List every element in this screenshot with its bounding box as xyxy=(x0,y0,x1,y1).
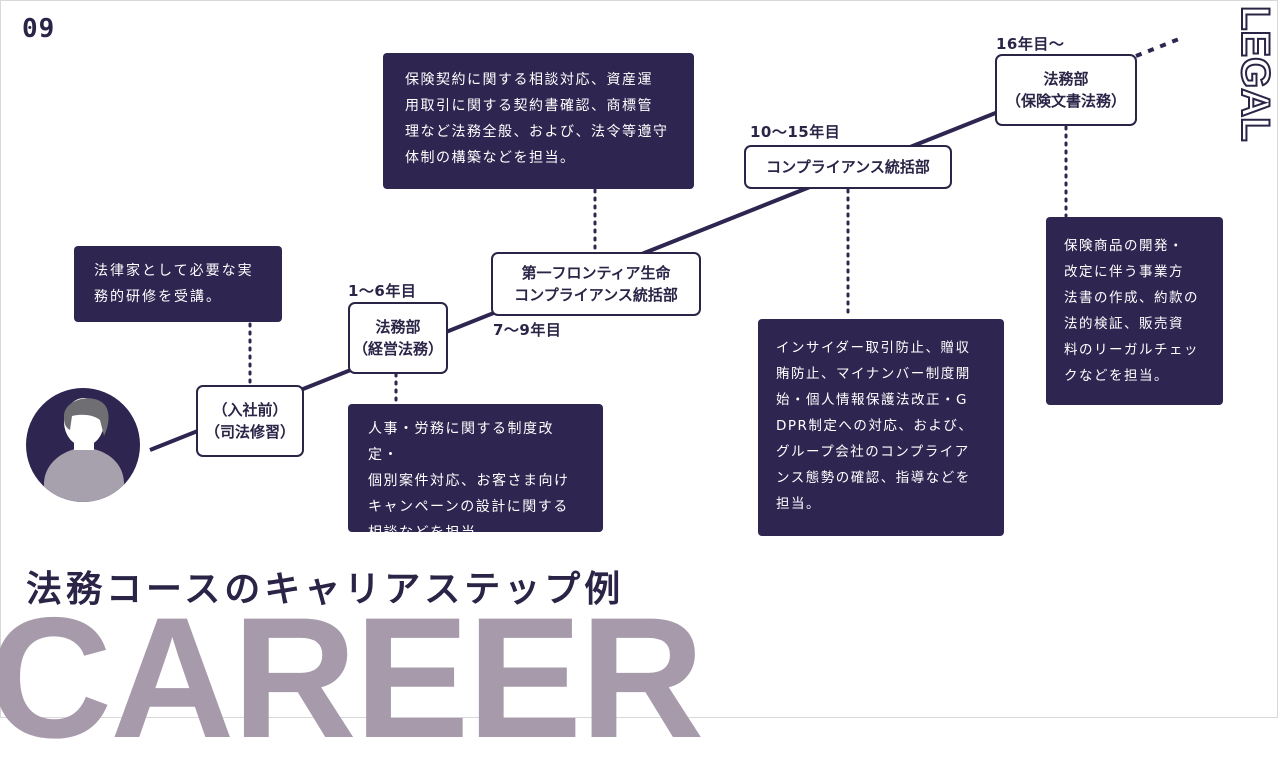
step5-description-line: クなどを担当。 xyxy=(1064,368,1169,384)
step5-department-box: 法務部 （保険文書法務） xyxy=(995,54,1137,126)
step1-department-line: （入社前） xyxy=(212,401,288,419)
step1-description-line: 務的研修を受講。 xyxy=(94,289,222,305)
step3-description-line: 体制の構築などを担当。 xyxy=(405,150,576,166)
step5-description-line: 保険商品の開発・ xyxy=(1064,238,1184,254)
step2-department-line: （経営法務） xyxy=(352,340,443,358)
step5-description-line: 法書の作成、約款の xyxy=(1064,290,1199,306)
career-background-word: CAREER xyxy=(0,582,704,774)
step4-description-line: インサイダー取引防止、贈収 xyxy=(776,340,971,356)
step3-department-box: 第一フロンティア生命 コンプライアンス統括部 xyxy=(491,252,701,316)
step2-description-line: キャンペーンの設計に関する xyxy=(368,499,569,515)
step5-department-line: （保険文書法務） xyxy=(1005,92,1126,110)
step4-department-box: コンプライアンス統括部 xyxy=(744,145,952,189)
step4-period: 10〜15年目 xyxy=(750,123,841,141)
career-path-continuation xyxy=(1135,35,1185,58)
step1-department-box: （入社前） （司法修習） xyxy=(196,385,304,457)
step1-department-line: （司法修習） xyxy=(204,423,295,441)
legal-vertical-label: LEGAL xyxy=(1232,5,1278,143)
step4-description-line: DPR制定への対応、および、 xyxy=(776,418,974,434)
step4-description-line: ンス態勢の確認、指導などを xyxy=(776,470,971,486)
page-title: 法務コースのキャリアステップ例 xyxy=(26,569,625,610)
step3-department-line: 第一フロンティア生命 xyxy=(521,264,671,282)
step3-description: 保険契約に関する相談対応、資産運 用取引に関する契約書確認、商標管 理など法務全… xyxy=(383,53,694,189)
step2-period: 1〜6年目 xyxy=(348,282,417,300)
step4-description-line: グループ会社のコンプライア xyxy=(776,444,970,460)
step5-description-line: 法的検証、販売資 xyxy=(1064,316,1184,332)
step3-department-line: コンプライアンス統括部 xyxy=(514,286,678,304)
step5-description-line: 料のリーガルチェッ xyxy=(1064,342,1199,358)
step5-description-line: 改定に伴う事業方 xyxy=(1064,264,1184,280)
step3-description-line: 理など法務全般、および、法令等遵守 xyxy=(405,124,669,140)
step4-department-line: コンプライアンス統括部 xyxy=(766,158,930,176)
step2-description-line: 人事・労務に関する制度改定・ xyxy=(368,421,554,463)
step4-description: インサイダー取引防止、贈収 賄防止、マイナンバー制度開 始・個人情報保護法改正・… xyxy=(758,319,1004,536)
person-avatar xyxy=(26,388,140,502)
step1-description: 法律家として必要な実 務的研修を受講。 xyxy=(74,246,282,322)
step2-description-line: 個別案件対応、お客さま向け xyxy=(368,473,570,489)
step5-department-line: 法務部 xyxy=(1043,70,1089,88)
step4-description-line: 始・個人情報保護法改正・G xyxy=(776,392,968,408)
step2-department-box: 法務部 （経営法務） xyxy=(348,302,448,374)
step4-description-line: 賄防止、マイナンバー制度開 xyxy=(776,366,971,382)
page-number: 09 xyxy=(22,14,56,44)
step5-period: 16年目〜 xyxy=(996,35,1065,53)
step3-period: 7〜9年目 xyxy=(493,321,562,339)
step4-description-line: 担当。 xyxy=(776,496,821,512)
step2-description-line: 相談などを担当。 xyxy=(368,525,492,541)
step3-description-line: 用取引に関する契約書確認、商標管 xyxy=(405,98,653,114)
step5-description: 保険商品の開発・ 改定に伴う事業方 法書の作成、約款の 法的検証、販売資 料のリ… xyxy=(1046,217,1223,405)
step1-description-line: 法律家として必要な実 xyxy=(94,263,254,279)
person-icon xyxy=(44,398,124,502)
step2-description: 人事・労務に関する制度改定・ 個別案件対応、お客さま向け キャンペーンの設計に関… xyxy=(348,404,603,541)
step2-department-line: 法務部 xyxy=(375,318,421,336)
step3-description-line: 保険契約に関する相談対応、資産運 xyxy=(405,72,653,88)
